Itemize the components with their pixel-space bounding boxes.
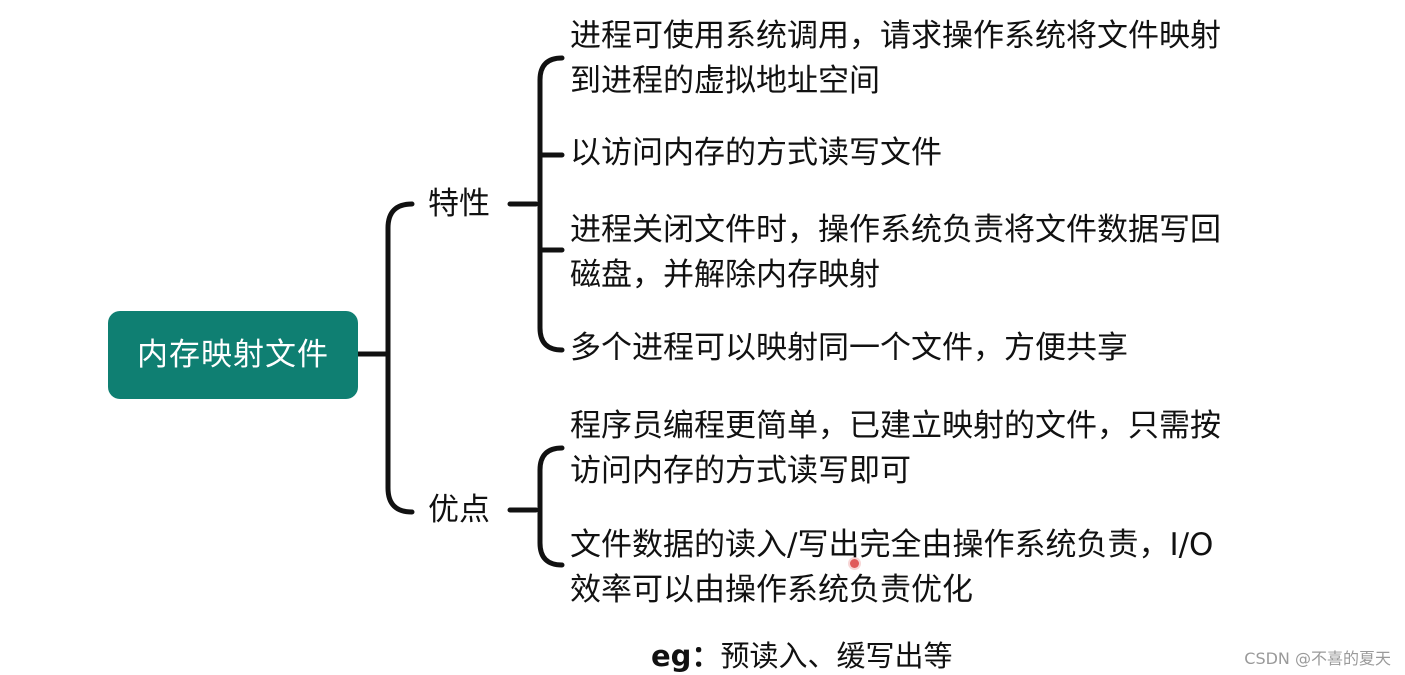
branch-advantages-label: 优点 xyxy=(424,490,494,530)
advantage-item-2: 文件数据的读入/写出完全由操作系统负责，I/O 效率可以由操作系统负责优化 xyxy=(570,523,1300,613)
advantage-item-1: 程序员编程更简单，已建立映射的文件，只需按 访问内存的方式读写即可 xyxy=(570,404,1300,494)
feature-item-3-line-1: 进程关闭文件时，操作系统负责将文件数据写回 xyxy=(570,212,1221,248)
connector-features-bracket xyxy=(537,55,565,353)
advantage-item-2-line-1: 文件数据的读入/写出完全由操作系统负责，I/O xyxy=(570,527,1214,563)
feature-item-4: 多个进程可以映射同一个文件，方便共享 xyxy=(570,326,1300,371)
footnote-prefix: eg： xyxy=(651,639,721,673)
branch-features-label: 特性 xyxy=(424,184,494,224)
feature-item-1-line-1: 进程可使用系统调用，请求操作系统将文件映射 xyxy=(570,18,1221,54)
feature-item-4-line-1: 多个进程可以映射同一个文件，方便共享 xyxy=(570,330,1128,366)
connector-root-bracket xyxy=(385,201,415,515)
feature-item-3-line-2: 磁盘，并解除内存映射 xyxy=(570,257,880,293)
feature-item-2: 以访问内存的方式读写文件 xyxy=(570,131,1300,176)
feature-item-1: 进程可使用系统调用，请求操作系统将文件映射 到进程的虚拟地址空间 xyxy=(570,14,1300,104)
root-node: 内存映射文件 xyxy=(108,311,358,399)
advantage-item-1-line-1: 程序员编程更简单，已建立映射的文件，只需按 xyxy=(570,408,1221,444)
advantage-item-2-line-2: 效率可以由操作系统负责优化 xyxy=(570,572,973,608)
advantage-item-1-line-2: 访问内存的方式读写即可 xyxy=(570,453,911,489)
watermark: CSDN @不喜的夏天 xyxy=(1244,649,1391,668)
connector-advantages-bracket xyxy=(537,445,565,568)
footnote: eg：预读入、缓写出等 xyxy=(651,636,952,675)
feature-item-2-line-1: 以访问内存的方式读写文件 xyxy=(570,135,942,171)
feature-item-1-line-2: 到进程的虚拟地址空间 xyxy=(570,63,880,99)
feature-item-3: 进程关闭文件时，操作系统负责将文件数据写回 磁盘，并解除内存映射 xyxy=(570,208,1300,298)
cursor-dot xyxy=(850,559,859,568)
footnote-text: 预读入、缓写出等 xyxy=(720,639,953,673)
